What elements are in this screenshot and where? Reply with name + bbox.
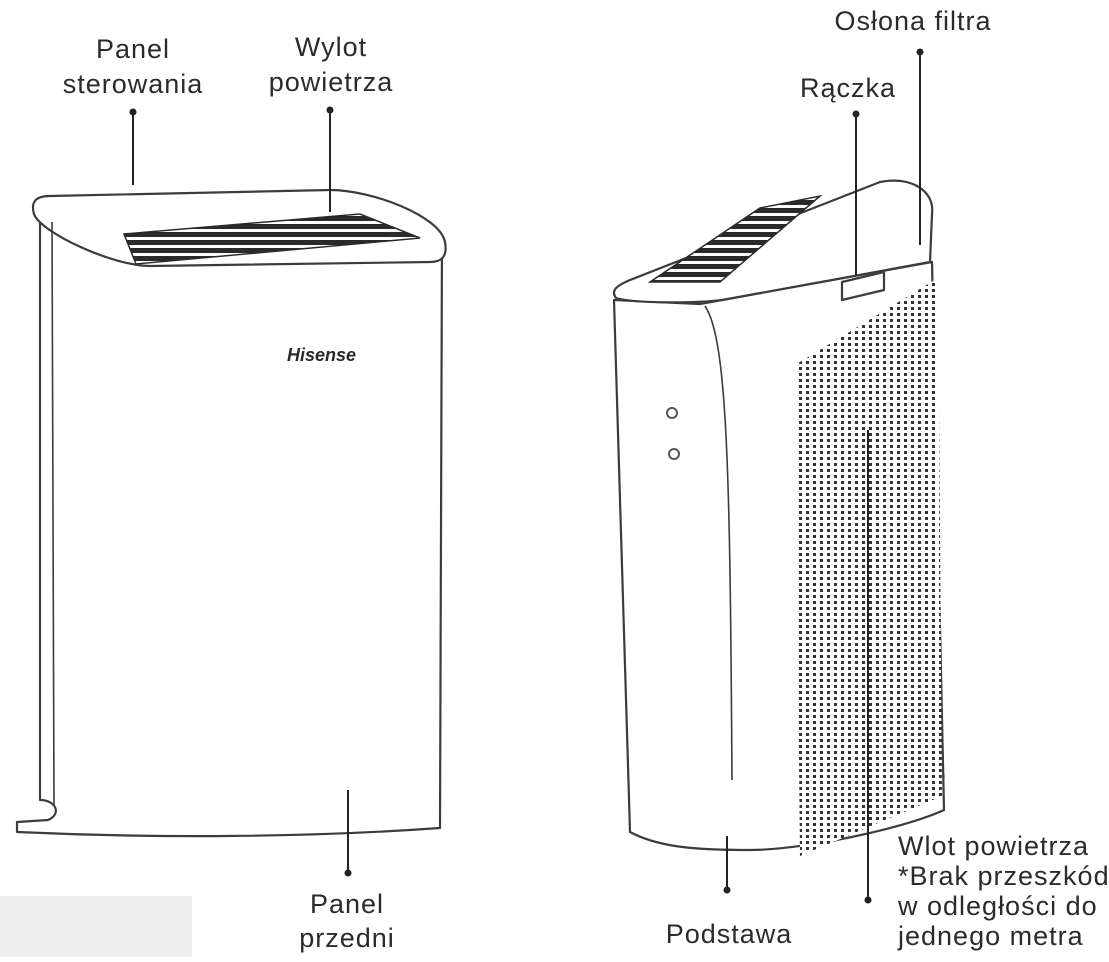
corner-seam	[704, 305, 733, 781]
label-base: Podstawa	[666, 919, 793, 949]
air-inlet-grille	[795, 278, 942, 856]
label-control-panel-2: sterowania	[63, 69, 204, 99]
label-air-outlet-1: Wylot	[295, 32, 367, 62]
sensor-port-top	[666, 407, 678, 419]
corner-placeholder-box	[0, 896, 192, 957]
label-handle: Rączka	[800, 73, 896, 103]
label-front-panel-1: Panel	[310, 889, 384, 919]
front-unit: Hisense	[15, 188, 447, 838]
label-air-inlet-3: w odległości do	[897, 891, 1098, 921]
label-air-inlet-1: Wlot powietrza	[898, 831, 1089, 861]
label-control-panel-1: Panel	[96, 34, 170, 64]
label-front-panel-2: przedni	[299, 923, 395, 953]
label-air-outlet-2: powietrza	[269, 67, 394, 97]
handle-slot	[840, 270, 886, 302]
rear-outlet-grille	[647, 194, 823, 283]
side-seam	[51, 221, 55, 807]
label-air-inlet-4: jednego metra	[897, 921, 1084, 951]
leader-lines	[129, 48, 924, 904]
back-unit	[612, 179, 946, 856]
sensor-port-bottom	[668, 448, 680, 460]
label-filter-cover: Osłona filtra	[834, 6, 991, 36]
air-outlet-grille	[122, 213, 421, 265]
label-air-inlet-2: *Brak przeszkód	[898, 861, 1109, 891]
front-body	[15, 220, 444, 838]
brand-logo: Hisense	[287, 345, 356, 365]
